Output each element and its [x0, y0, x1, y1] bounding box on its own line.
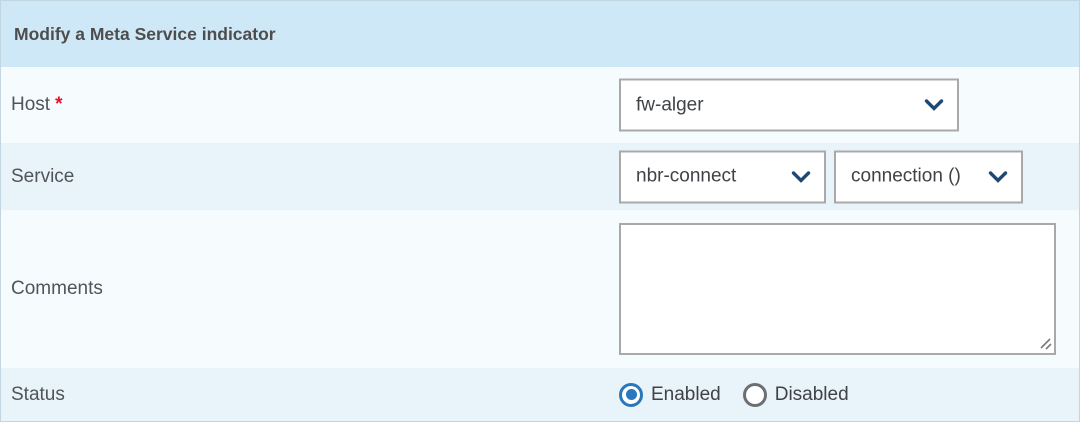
form-title: Modify a Meta Service indicator [14, 23, 276, 44]
chevron-down-icon [988, 170, 1008, 183]
radio-icon [619, 382, 643, 407]
service-select-value: nbr-connect [636, 165, 737, 187]
status-disabled-radio[interactable]: Disabled [742, 382, 849, 407]
status-enabled-radio[interactable]: Enabled [619, 382, 721, 407]
service-select[interactable]: nbr-connect [619, 150, 826, 203]
status-enabled-label: Enabled [651, 383, 721, 405]
metric-select[interactable]: connection () [834, 150, 1023, 203]
status-disabled-label: Disabled [774, 383, 849, 405]
metric-select-value: connection () [851, 165, 961, 187]
radio-icon [742, 382, 767, 407]
comments-textarea-wrapper [619, 223, 1056, 355]
host-row: Host* fw-alger [1, 67, 1079, 143]
required-asterisk: * [55, 94, 63, 115]
host-label: Host* [11, 94, 62, 116]
chevron-down-icon [791, 170, 811, 183]
host-select-value: fw-alger [636, 94, 704, 115]
comments-label: Comments [11, 278, 103, 299]
comments-textarea[interactable] [619, 223, 1056, 355]
host-select[interactable]: fw-alger [619, 78, 959, 132]
comments-row: Comments [1, 210, 1079, 368]
chevron-down-icon [924, 99, 944, 112]
resize-handle-icon[interactable] [1039, 337, 1052, 350]
form-header: Modify a Meta Service indicator [1, 1, 1079, 67]
service-label: Service [11, 165, 75, 187]
host-label-text: Host [11, 94, 51, 115]
status-row: Status Enabled Disabled [1, 368, 1079, 421]
service-row: Service nbr-connect connection () [1, 143, 1079, 210]
status-radio-group: Enabled Disabled [619, 382, 849, 407]
status-label: Status [11, 383, 65, 405]
